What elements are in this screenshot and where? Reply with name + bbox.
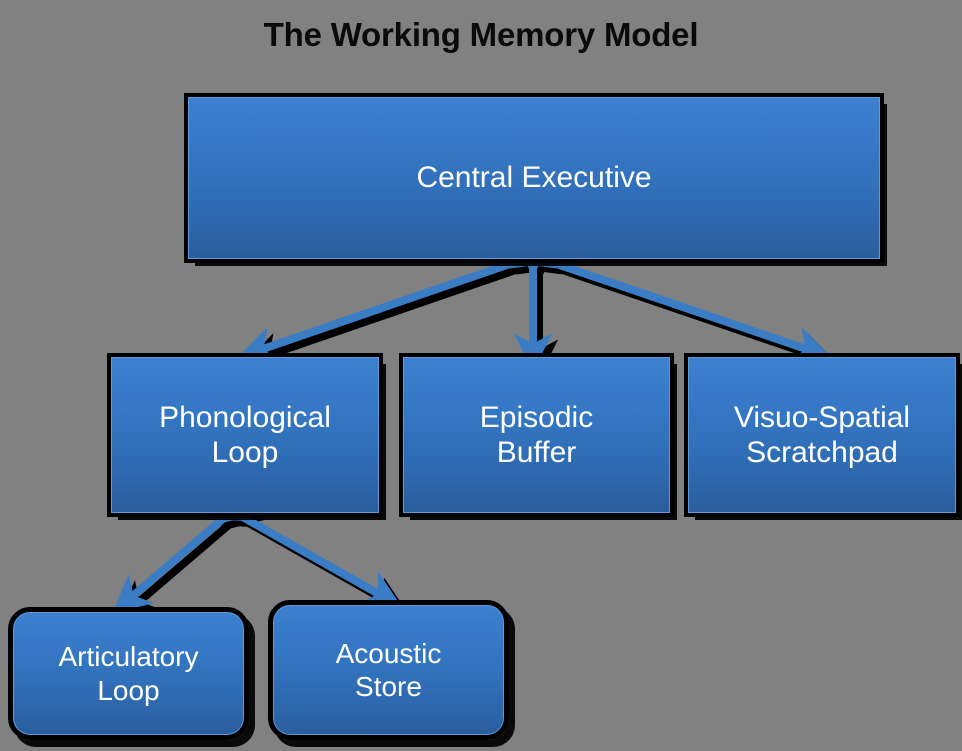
connector-pl-to-articulatory-loop — [112, 484, 258, 614]
connector-pl-to-acoustic-store — [207, 485, 403, 608]
node-label: Central Executive — [416, 161, 652, 195]
node-central-executive[interactable]: Central Executive — [184, 93, 884, 263]
node-visuo-spatial-scratchpad[interactable]: Visuo-Spatial Scratchpad — [684, 353, 960, 517]
node-label: Acoustic Store — [335, 637, 442, 702]
node-acoustic-store[interactable]: Acoustic Store — [268, 600, 509, 740]
page-title: The Working Memory Model — [263, 16, 699, 53]
node-label: Episodic Buffer — [479, 400, 594, 469]
connector-ce-to-phonological-loop — [237, 232, 556, 364]
connector-arrows — [112, 232, 832, 614]
node-articulatory-loop[interactable]: Articulatory Loop — [8, 607, 249, 740]
connector-ce-to-visuo-spatial-scratchpad — [510, 232, 832, 364]
node-label: Articulatory Loop — [58, 641, 199, 706]
node-episodic-buffer[interactable]: Episodic Buffer — [399, 353, 674, 517]
node-phonological-loop[interactable]: Phonological Loop — [107, 353, 383, 517]
node-label: Visuo-Spatial Scratchpad — [733, 400, 911, 469]
node-label: Phonological Loop — [159, 400, 331, 469]
